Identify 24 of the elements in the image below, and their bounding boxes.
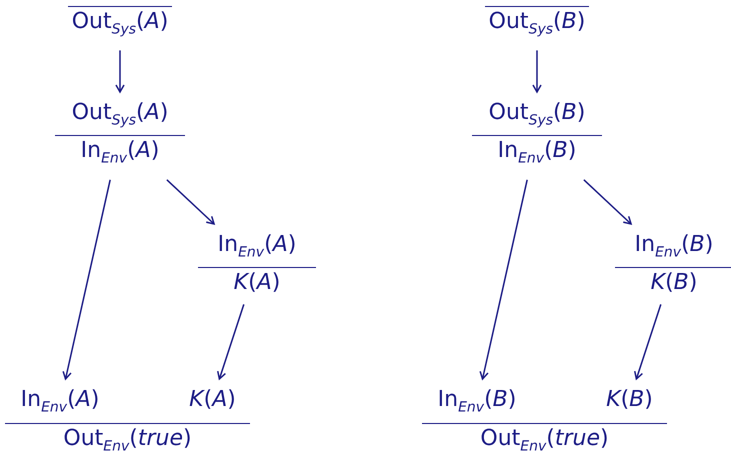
formula-text: In$_{Env}$(B) xyxy=(615,230,731,268)
formula-text: K(B) xyxy=(650,269,698,298)
formula-text: K(A) xyxy=(232,269,282,298)
formula-text: Out$_{Sys}$(A) xyxy=(68,6,172,44)
arrow xyxy=(115,50,125,93)
formula-text: Out$_{Env}$(true) xyxy=(422,422,667,461)
formula-text: Out$_{Sys}$(B) xyxy=(472,98,602,136)
formula-text: K(A) xyxy=(188,386,237,414)
arrow xyxy=(479,180,528,380)
formula-text: Out$_{Sys}$(B) xyxy=(484,6,590,44)
formula-text: K(B) xyxy=(605,386,654,414)
formula-text: In$_{Env}$(B) xyxy=(436,386,518,418)
formula-text: In$_{Env}$(A) xyxy=(198,230,316,268)
formula-text: Out$_{Sys}$(A) xyxy=(55,98,185,136)
arrow xyxy=(166,179,215,225)
formula-text: In$_{Env}$(A) xyxy=(20,386,100,418)
arrow xyxy=(62,180,111,380)
formula-text: In$_{Env}$(A) xyxy=(80,137,160,169)
arrow xyxy=(532,50,542,93)
arrow xyxy=(217,304,245,380)
arrow xyxy=(634,304,662,380)
formula-text: In$_{Env}$(B) xyxy=(496,137,578,169)
arrow xyxy=(583,179,632,225)
formula-text: Out$_{Env}$(true) xyxy=(5,422,250,461)
